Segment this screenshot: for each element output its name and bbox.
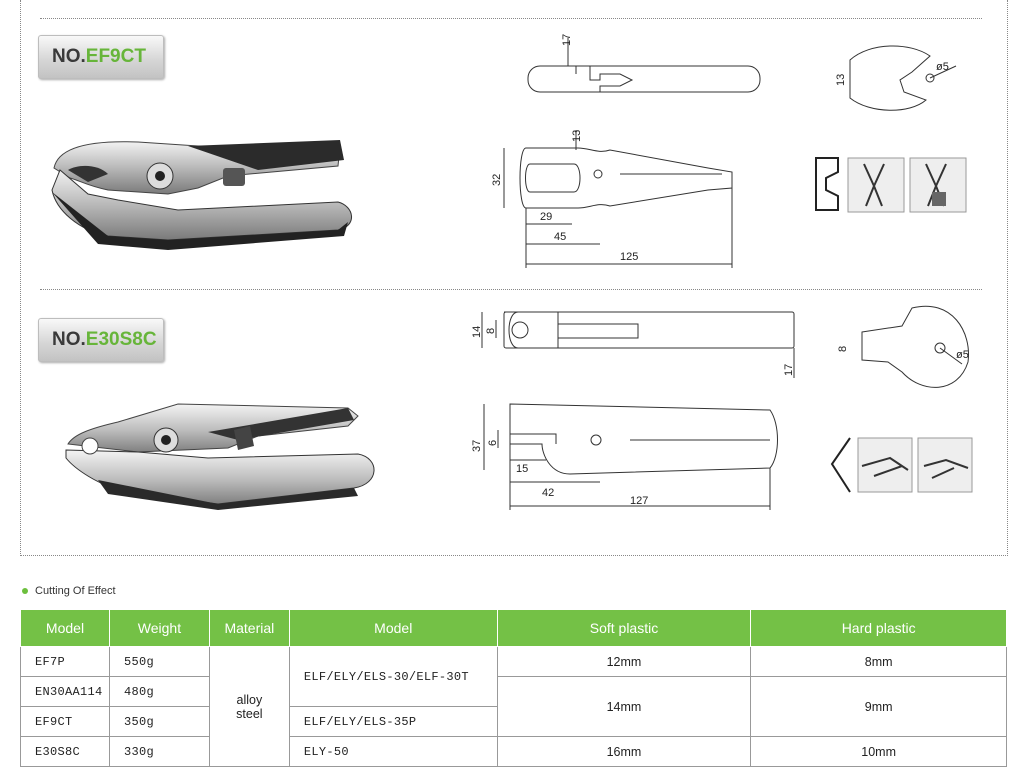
row-hard: 8mm <box>750 646 1007 677</box>
dim-body-height-2: 37 <box>471 440 483 452</box>
dim-hole: ø5 <box>936 61 949 73</box>
table-row: EF9CT 350g ELF/ELY/ELS-35P <box>20 706 1007 737</box>
dim-d1-2: 15 <box>516 463 528 475</box>
dim-notch: 13 <box>571 130 583 142</box>
ef9ct-cut-samples <box>815 157 967 213</box>
row-weight: 330g <box>108 736 210 767</box>
row-model: EF9CT <box>20 706 110 737</box>
row-model: E30S8C <box>20 736 110 767</box>
row-cut-model: ELF/ELY/ELS-35P <box>288 706 498 737</box>
dim-thickness-2: 14 <box>471 326 483 338</box>
header-weight: Weight <box>108 610 210 647</box>
dim-d2-2: 42 <box>542 487 554 499</box>
e30s8c-top-view: 37 6 15 42 127 <box>471 403 778 510</box>
e30s8c-cut-samples <box>830 437 973 493</box>
spec-table: Model Weight Material Model Soft plastic… <box>20 610 1007 767</box>
row-model: EN30AA114 <box>20 676 110 707</box>
header-model: Model <box>20 610 110 647</box>
cutting-effect-legend: Cutting Of Effect <box>22 585 116 597</box>
row-soft: 16mm <box>496 736 752 767</box>
dim-jaw-height: 13 <box>835 74 847 86</box>
dim-d1: 29 <box>540 211 552 223</box>
row-soft: 14mm <box>496 676 752 737</box>
row-weight: 480g <box>108 676 210 707</box>
header-material: Material <box>208 610 290 647</box>
dim-body-height: 32 <box>491 174 503 186</box>
e30s8c-side-view: 14 8 17 <box>471 311 795 378</box>
row-cut-model: ELF/ELY/ELS-30/ELF-30T <box>288 646 498 707</box>
dim-thickness: 17 <box>561 34 573 46</box>
dim-hole-2: ø5 <box>956 349 969 361</box>
table-header-row: Model Weight Material Model Soft plastic… <box>20 610 1007 647</box>
row-cut-model: ELY-50 <box>288 736 498 767</box>
bullet-dot-icon <box>22 588 28 594</box>
e30s8c-cutter-photo <box>65 403 375 510</box>
row-weight: 350g <box>108 706 210 737</box>
dim-d2: 45 <box>554 231 566 243</box>
table-row: E30S8C 330g ELY-50 16mm 10mm <box>20 736 1007 767</box>
dim-tip: 6 <box>487 440 499 446</box>
dim-jaw-height-2: 8 <box>837 346 849 352</box>
row-weight: 550g <box>108 646 210 677</box>
header-soft-plastic: Soft plastic <box>496 610 752 647</box>
top-divider <box>40 18 982 19</box>
ef9ct-side-view: 17 <box>527 34 761 93</box>
row-soft: 12mm <box>496 646 752 677</box>
dim-blade: 8 <box>485 328 497 334</box>
dim-length-2: 127 <box>630 495 648 507</box>
table-row: EN30AA114 480g 14mm 9mm <box>20 676 1007 737</box>
product-badge-ef9ct: NO.EF9CT <box>38 35 164 79</box>
header-model-2: Model <box>288 610 498 647</box>
product-badge-e30s8c: NO.E30S8C <box>38 318 164 362</box>
row-model: EF7P <box>20 646 110 677</box>
drawing-frame <box>20 0 1008 556</box>
dim-depth: 17 <box>783 364 795 376</box>
legend-label: Cutting Of Effect <box>35 585 116 597</box>
section-divider <box>40 289 982 290</box>
dim-length: 125 <box>620 251 638 263</box>
header-hard-plastic: Hard plastic <box>750 610 1007 647</box>
e30s8c-jaw-detail: ø5 8 <box>837 305 969 388</box>
row-hard: 9mm <box>750 676 1007 737</box>
ef9ct-cutter-photo <box>51 140 352 250</box>
ef9ct-top-view: 32 13 29 45 125 <box>491 130 733 268</box>
ef9ct-jaw-detail: ø5 13 <box>835 45 957 111</box>
row-hard: 10mm <box>750 736 1007 767</box>
